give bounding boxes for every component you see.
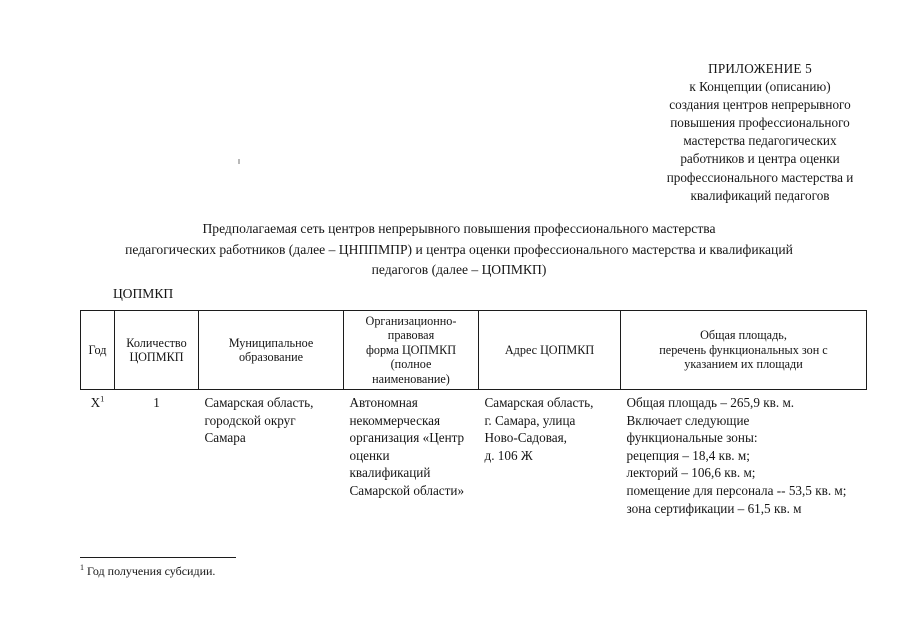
col-header-municipality-line-2: образование [238,350,304,365]
table-container: Год Количество ЦОПМКП Муниципальное обра… [80,309,867,518]
appendix-header-line-1: ПРИЛОЖЕНИЕ 5 [708,61,812,76]
col-header-municipality: Муниципальное образование [198,309,344,391]
appendix-header-line-4: повышения профессионального [670,115,850,131]
cell-area-line-3: функциональные зоны: [626,430,758,446]
col-header-legal-form-line-2: правовая [387,328,435,343]
cell-legal-form-line-1: Автономная [349,395,418,411]
cell-area-line-4: рецепция – 18,4 кв. м; [626,447,750,463]
col-header-address: Адрес ЦОПМКП [478,309,621,391]
col-header-area: Общая площадь, перечень функциональных з… [620,309,867,391]
cell-count: 1 [153,395,160,411]
col-header-legal-form: Организационно- правовая форма ЦОПМКП (п… [343,309,479,391]
cell-area-line-1: Общая площадь – 265,9 кв. м. [626,395,795,411]
cell-municipality-line-1: Самарская область, [204,395,314,411]
table-body: X1 1 Самарская область, городской округ … [81,390,867,518]
appendix-header-line-2: к Концепции (описанию) [689,79,831,95]
cell-legal-form-line-5: квалификаций [349,465,431,481]
appendix-header-line-7: профессионального мастерства и [666,169,854,185]
intro-paragraph: Предполагаемая сеть центров непрерывного… [78,219,840,281]
col-header-legal-form-line-1: Организационно- [365,314,457,328]
intro-line-1: Предполагаемая сеть центров непрерывного… [202,221,716,236]
col-header-legal-form-line-5: наименование) [372,371,450,386]
footnote: 1 Год получения субсидии. [80,563,215,579]
cell-area-line-5: лекторий – 106,6 кв. м; [626,465,756,481]
cell-legal-form-line-6: Самарской области» [349,483,465,498]
cell-legal-form-line-4: оценки [349,447,390,463]
cell-legal-form-line-3: организация «Центр [349,430,465,446]
col-header-count-line-1: Количество [126,335,187,350]
appendix-header-line-5: мастерства педагогических [683,133,837,149]
cell-area-line-6: помещение для персонала -- 53,5 кв. м; [626,483,847,498]
table-caption: ЦОПМКП [113,286,174,301]
table-header: Год Количество ЦОПМКП Муниципальное обра… [80,309,867,391]
col-header-count-line-2: ЦОПМКП [129,350,184,365]
intro-line-3: педагогов (далее – ЦОПМКП) [371,262,547,277]
appendix-header-line-8: квалификаций педагогов [690,187,830,203]
cell-legal-form: Автономная некоммерческая организация «Ц… [344,390,479,518]
col-header-legal-form-line-4: (полное [390,357,432,372]
cell-address-line-4: д. 106 Ж [484,447,533,463]
cell-area-line-7: зона сертификации – 61,5 кв. м [626,500,802,516]
cell-area-line-2: Включает следующие [626,412,750,428]
footnote-body: Год получения субсидии. [87,564,216,578]
intro-line-2: педагогических работников (далее – ЦНППМ… [125,241,793,257]
col-header-area-line-3: указанием их площади [684,357,803,372]
cell-address: Самарская область, г. Самара, улица Ново… [479,390,621,518]
cell-municipality: Самарская область, городской округ Самар… [199,390,344,518]
cell-year-value: X [90,395,101,411]
appendix-header-line-3: создания центров непрерывного [669,97,851,113]
col-header-area-line-2: перечень функциональных зон с [659,342,828,357]
appendix-header-line-6: работников и центра оценки [680,151,840,167]
col-header-year-line-1: Год [88,342,107,357]
col-header-legal-form-line-3: форма ЦОПМКП [366,342,456,357]
cell-legal-form-line-2: некоммерческая [349,412,441,428]
table-header-row: Год Количество ЦОПМКП Муниципальное обра… [80,309,867,391]
centers-table: Год Количество ЦОПМКП Муниципальное обра… [80,309,867,518]
cell-year: X1 [81,390,115,518]
cell-address-line-3: Ново-Садовая, [484,430,567,446]
col-header-area-line-1: Общая площадь, [700,328,787,343]
col-header-address-line-1: Адрес ЦОПМКП [504,342,595,357]
footnote-separator [80,557,236,558]
footnote-marker: 1 [80,563,84,572]
cell-address-line-2: г. Самара, улица [484,412,576,428]
cell-municipality-line-3: Самара [204,430,246,446]
col-header-count: Количество ЦОПМКП [114,309,199,391]
table-row: X1 1 Самарская область, городской округ … [81,390,867,518]
scan-artifact-speck [238,159,240,164]
cell-address-line-1: Самарская область, [484,395,594,411]
col-header-year: Год [80,309,115,391]
col-header-municipality-line-1: Муниципальное [228,335,314,350]
cell-municipality-line-2: городской округ [204,412,296,428]
cell-area: Общая площадь – 265,9 кв. м. Включает сл… [621,390,867,518]
cell-year-footnote-marker: 1 [100,394,105,404]
appendix-header-block: ПРИЛОЖЕНИЕ 5 к Концепции (описанию) созд… [632,60,888,205]
